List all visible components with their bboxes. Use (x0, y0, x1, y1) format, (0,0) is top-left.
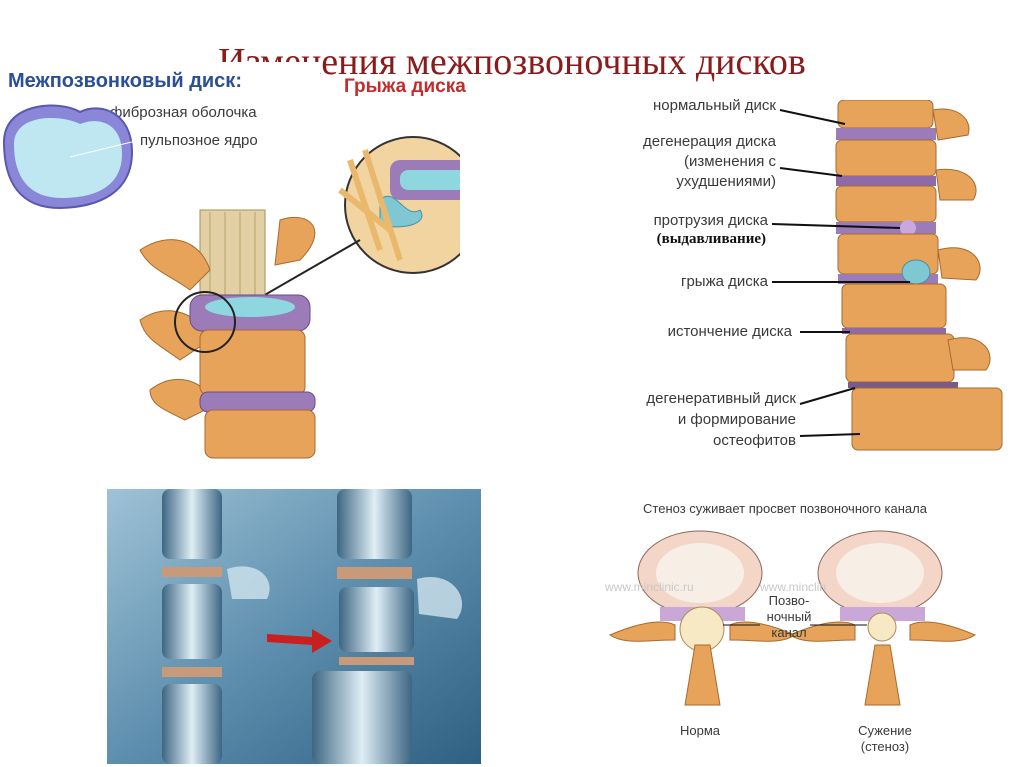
fibrous-ring-label: фиброзная оболочка (110, 104, 257, 121)
label-thinning: истончение диска (667, 323, 792, 340)
label-degeneration-3: ухудшениями) (676, 173, 776, 190)
label-protrusion: протрузия диска (653, 212, 768, 229)
label-degenerative-1: дегенеративный диск (646, 390, 796, 407)
label-protrusion-note: (выдавливание) (656, 231, 766, 247)
label-normal-disk: нормальный диск (653, 97, 776, 114)
disk-cross-section-panel: Межпозвонковый диск: фиброзная оболочка … (0, 62, 320, 222)
spine-pointer-lines (771, 109, 910, 437)
disk-heading: Межпозвонковый диск: (8, 70, 242, 92)
label-degeneration-1: дегенерация диска (642, 133, 776, 150)
norm-label: Норма (679, 723, 720, 738)
canal-label-1: Позво- (768, 593, 810, 608)
hernia-illustration (139, 136, 460, 459)
canal-label-2: ночный (766, 609, 812, 624)
spine-side-view (835, 100, 1003, 451)
disk-cross-section-drawing (2, 104, 141, 210)
canal-label-3: канал (771, 625, 807, 640)
label-hernia: грыжа диска (680, 273, 768, 290)
hernia-heading: Грыжа диска (344, 76, 466, 97)
watermark-right: www.minclin (760, 580, 827, 594)
stenosis-heading: Стеноз суживает просвет позвоночного кан… (643, 501, 927, 516)
nucleus-label: пульпозное ядро (140, 132, 258, 149)
watermark-left: www.minclinic.ru (605, 580, 694, 594)
stenosis-illustration (608, 530, 977, 706)
label-degeneration-2: (изменения с (684, 153, 776, 170)
label-degenerative-2: и формирование (677, 411, 796, 428)
label-degenerative-3: остеофитов (713, 432, 796, 449)
narrowing-label-1: Сужение (858, 723, 912, 738)
narrowing-label-2: (стеноз) (860, 739, 910, 754)
xray-spine-image (107, 489, 481, 764)
